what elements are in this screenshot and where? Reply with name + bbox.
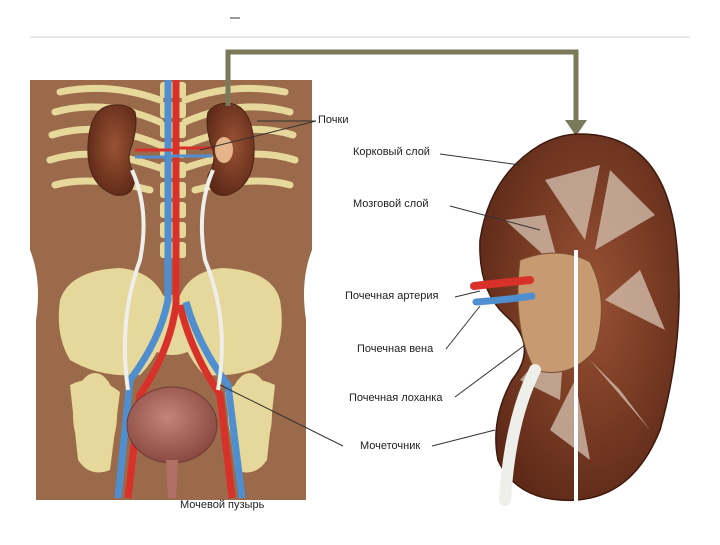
- left-ureter: [122, 169, 146, 391]
- label-kidneys: Почки: [318, 114, 349, 126]
- label-renal-vein: Почечная вена: [357, 343, 434, 355]
- section-ureter: [499, 364, 541, 506]
- aorta-right-branch: [176, 304, 236, 499]
- label-ureter: Мочеточник: [360, 440, 421, 452]
- pelvis: [58, 268, 282, 473]
- connector-frame: [225, 49, 579, 122]
- label-cortex: Корковый слой: [353, 146, 430, 158]
- section-renal-vein: [472, 292, 536, 306]
- section-renal-artery: [470, 276, 534, 290]
- label-renal-artery: Почечная артерия: [345, 290, 439, 302]
- label-renal-pelvis: Почечная лоханка: [349, 392, 443, 404]
- right-kidney-pelvis: [215, 137, 233, 163]
- vena-cava-right-branch: [182, 301, 246, 499]
- vena-cava: [114, 80, 172, 499]
- kidney-section: [470, 133, 680, 520]
- urethra: [166, 460, 178, 498]
- aorta: [124, 80, 180, 499]
- connector-arrow: [565, 120, 587, 136]
- label-medulla: Мозговой слой: [353, 198, 429, 210]
- leader-lines: [199, 120, 541, 447]
- torso-illustration: [30, 80, 312, 500]
- right-ureter: [199, 169, 224, 391]
- label-bladder: Мочевой пузырь: [180, 499, 265, 511]
- bladder-shape: [126, 386, 218, 464]
- kidney-pelvis: [517, 252, 602, 373]
